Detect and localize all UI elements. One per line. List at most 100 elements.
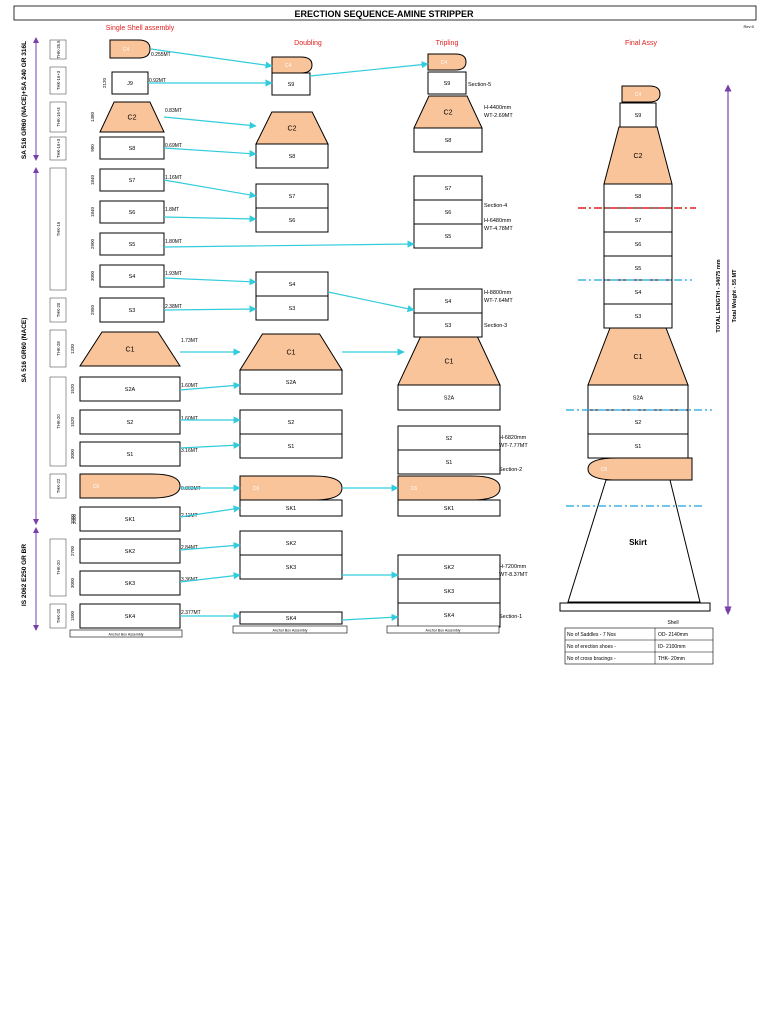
final-part-s8 <box>603 183 673 209</box>
tripling-part-c2-label: C2 <box>444 110 453 117</box>
single-height-c1: 1330 <box>70 343 75 354</box>
single-part-s6-label: S6 <box>129 210 136 216</box>
final-part-s4-label: S4 <box>635 290 642 296</box>
tripling-column: C4S9C2S8S7S6S5S4S3C1S2AS2S1C6SK1SK2SK3SK… <box>386 53 501 634</box>
transfer-arrow <box>309 61 429 77</box>
thickness-label: THK-16+3 <box>56 138 61 158</box>
total-weight-label: Total Weight - 55 MT <box>732 269 738 323</box>
tripling-part-s7-label: S7 <box>445 186 452 192</box>
single-weight-s4: 1.93MT <box>165 271 182 277</box>
tripling-part-s8-label: S8 <box>445 138 452 144</box>
tripling-part-c6-label: C6 <box>411 486 418 492</box>
single-part-sk1-label: SK1 <box>125 517 135 523</box>
thickness-label: THK-28 <box>56 341 61 356</box>
thickness-box <box>49 603 67 629</box>
single-weight-c4: 0.255MT <box>151 52 171 58</box>
single-weight-j9: 0.92MT <box>149 78 166 84</box>
doubling-part-c6-label: C6 <box>253 486 260 492</box>
doubling-part-s1-label: S1 <box>288 444 295 450</box>
thickness-labels: THK-25.5THK-16+3THK-16+3THK-16+3THK-16TH… <box>49 39 77 629</box>
single-height-s7: 1840 <box>90 174 95 185</box>
single-base-frame <box>69 629 183 638</box>
thickness-box <box>49 538 67 597</box>
transfer-arrow <box>179 541 241 551</box>
final-part-s8-label: S8 <box>635 194 642 200</box>
single-part-c6 <box>79 473 181 499</box>
transfer-arrow <box>163 116 257 129</box>
tripling-part-s1-label: S1 <box>446 460 453 466</box>
single-height-extra: 2000 <box>72 513 77 524</box>
final-part-c1-label: C1 <box>634 354 643 361</box>
transfer-arrow <box>179 381 241 391</box>
single-base-label: Anchor Box Assembly <box>109 633 144 637</box>
tripling-part-sk1-label: SK1 <box>444 506 454 512</box>
page-title: ERECTION SEQUENCE-AMINE STRIPPER <box>294 9 474 19</box>
info-cell: No of cross bracings - <box>567 656 616 662</box>
single-height-sk2: 2700 <box>70 545 75 556</box>
thickness-label: THK-20 <box>56 608 61 623</box>
tripling-part-s6-label: S6 <box>445 210 452 216</box>
annotation-weight-3: WT-7.64MT <box>484 298 513 304</box>
tripling-base-label: Anchor Box Assembly <box>426 629 461 633</box>
final-part-s5 <box>603 255 673 281</box>
header-tripling: Tripling <box>436 40 459 47</box>
doubling-part-s6-label: S6 <box>289 218 296 224</box>
transfer-arrow <box>327 291 415 313</box>
single-part-c4-label: C4 <box>123 47 130 53</box>
tripling-part-sk4-label: SK4 <box>444 613 454 619</box>
annotation-weight-1: WT-2.69MT <box>484 113 513 119</box>
single-weight-s7: 1.16MT <box>165 175 182 181</box>
single-height-sk4: 1500 <box>70 610 75 621</box>
doubling-part-s8-label: S8 <box>289 154 296 160</box>
info-table: Shell No of Saddles - 7 Nos OD- 2140mm N… <box>564 620 714 665</box>
final-part-s9 <box>619 102 657 128</box>
annotation-weight-4: WT-7.77MT <box>499 443 528 449</box>
final-part-s7-label: S7 <box>635 218 642 224</box>
info-cell: OD- 2140mm <box>658 632 688 638</box>
material-label-bottom: IS 2062 E250 GR BR <box>21 544 28 606</box>
doubling-part-sk1-label: SK1 <box>286 506 296 512</box>
single-part-s1 <box>79 441 181 467</box>
annotation-weight-5: WT-8.37MT <box>499 572 528 578</box>
single-part-s1-label: S1 <box>127 452 134 458</box>
thickness-label: THK-20 <box>56 560 61 575</box>
transfer-arrow <box>163 215 257 223</box>
transfer-arrow <box>179 505 241 518</box>
single-height-s8: 900 <box>90 144 95 152</box>
tripling-part-s4-label: S4 <box>445 299 452 305</box>
single-part-c6-label: C6 <box>93 484 100 490</box>
final-part-c4-label: C4 <box>635 92 642 98</box>
total-length-label: TOTAL LENGTH - 34075 mm <box>716 259 722 332</box>
final-part-s5-label: S5 <box>635 266 642 272</box>
final-part-s1-label: S1 <box>635 444 642 450</box>
single-weight-sk3: 3.36MT <box>181 577 198 583</box>
single-weight-s5: 1.80MT <box>165 239 182 245</box>
single-part-s2a-label: S2A <box>125 387 136 393</box>
doubling-column: C4S9C2S8S7S6S4S3C1S2AS2S1C6SK1SK2SK3SK4A… <box>232 56 348 634</box>
single-weight-s2a: 1.60MT <box>181 383 198 389</box>
doubling-part-s2a-label: S2A <box>286 380 297 386</box>
single-part-s2-label: S2 <box>127 420 134 426</box>
info-table-header: Shell <box>667 620 678 626</box>
thickness-label: THK-25.5 <box>56 40 61 59</box>
tripling-part-sk3 <box>397 578 501 604</box>
tripling-part-s8 <box>413 127 483 153</box>
header-doubling: Doubling <box>294 40 322 47</box>
tripling-part-s7 <box>413 175 483 201</box>
single-part-c4 <box>109 39 151 59</box>
doubling-part-c4 <box>271 56 313 74</box>
transfer-arrow <box>150 48 273 69</box>
info-table-frame <box>564 627 714 665</box>
thickness-box <box>49 167 67 291</box>
single-height-s2: 1520 <box>70 416 75 427</box>
thickness-box <box>49 329 67 368</box>
final-part-s3-label: S3 <box>635 314 642 320</box>
doubling-part-s3-label: S3 <box>289 306 296 312</box>
annotation-section-1: Section-1 <box>499 614 522 620</box>
annotation-height-5: H-7200mm <box>499 564 527 570</box>
tripling-base-frame <box>386 625 500 634</box>
single-weight-s3: 2.38MT <box>165 304 182 310</box>
final-part-c2-label: C2 <box>634 153 643 160</box>
